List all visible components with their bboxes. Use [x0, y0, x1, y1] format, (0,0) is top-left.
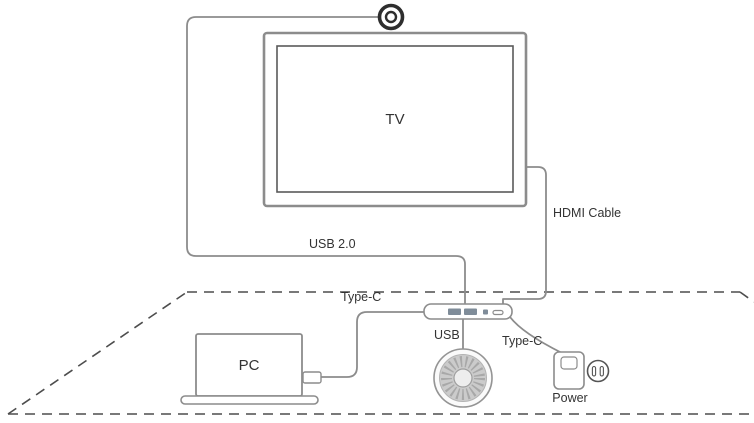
laptop-base: [180, 395, 319, 405]
table-left-edge: [7, 291, 188, 415]
camera-lens: [384, 10, 398, 24]
tv-label: TV: [385, 111, 404, 128]
usb-cable: [186, 16, 466, 304]
table-surface: [7, 291, 754, 415]
hdmi-cable: [502, 166, 547, 305]
hub-usb-port-1: [448, 308, 461, 315]
speakerphone: [433, 348, 493, 408]
tv: TV: [262, 31, 528, 208]
adapter-detail: [560, 356, 578, 370]
typec-power-label: Type-C: [502, 334, 542, 348]
speaker-button: [453, 368, 473, 388]
pc-label: PC: [239, 357, 260, 374]
usb2-label: USB 2.0: [309, 237, 356, 251]
hub-led: [483, 309, 488, 315]
laptop: PC: [180, 333, 322, 405]
power-plug-icon: [586, 359, 610, 383]
speaker-grille-texture: [441, 356, 485, 400]
power-adapter: [553, 351, 585, 390]
usb-plug: [302, 371, 322, 384]
hdmi-label: HDMI Cable: [553, 206, 621, 220]
typec-pc-label: Type-C: [341, 290, 381, 304]
camera-outer-ring: [377, 3, 405, 31]
power-cable: [509, 316, 563, 354]
power-label: Power: [552, 391, 587, 405]
usb-label: USB: [434, 328, 460, 342]
plug-slot-right: [599, 365, 604, 377]
tv-screen: [276, 45, 514, 193]
plug-face: [586, 359, 610, 383]
table-right-edge: [739, 291, 754, 303]
camera-icon: [377, 3, 405, 31]
hub-usb-port-2: [464, 308, 477, 315]
pc-cable: [319, 311, 425, 378]
usb-hub: [423, 303, 513, 320]
hub-typec-slot: [492, 309, 504, 316]
plug-slot-left: [591, 365, 597, 377]
